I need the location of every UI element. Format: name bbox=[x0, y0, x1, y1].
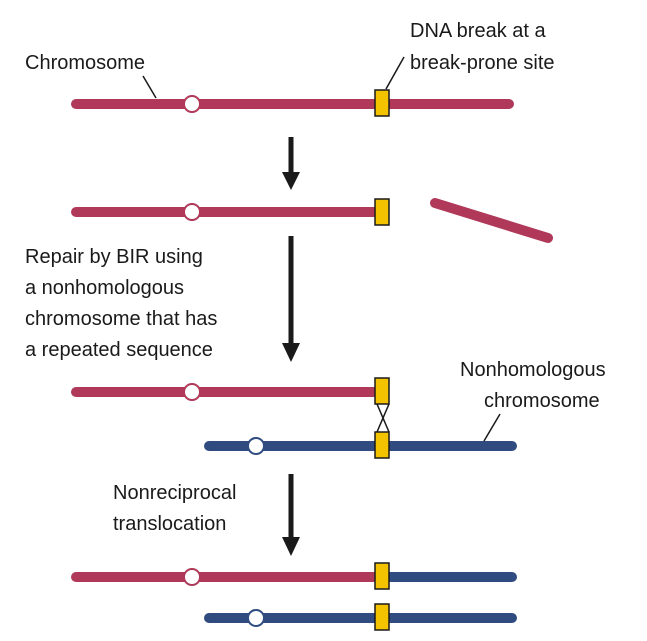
nonhomologous-label-line1: Nonhomologous bbox=[460, 359, 606, 381]
arrow-down-3 bbox=[282, 474, 300, 556]
nonhomologous-leader-line bbox=[483, 413, 501, 442]
nonhomologous-label-line2: chromosome bbox=[484, 390, 600, 412]
centromere bbox=[183, 383, 201, 401]
step4-result bbox=[71, 562, 517, 631]
repeated-sequence-site bbox=[374, 431, 390, 459]
chromosome-label: Chromosome bbox=[25, 52, 145, 74]
arrow-down-1 bbox=[282, 137, 300, 190]
break-leader-line bbox=[385, 56, 405, 90]
step1-chromosome bbox=[71, 89, 514, 117]
repair-label-line2: a nonhomologous bbox=[25, 277, 184, 299]
repeated-sequence-site bbox=[374, 603, 390, 631]
repair-label-line4: a repeated sequence bbox=[25, 339, 213, 361]
break-prone-site bbox=[374, 89, 390, 117]
repair-label-line1: Repair by BIR using bbox=[25, 246, 203, 268]
step2-broken-chromosome bbox=[71, 198, 553, 243]
centromere bbox=[247, 437, 265, 455]
arrow-down-2 bbox=[282, 236, 300, 362]
break-label-line1: DNA break at a bbox=[410, 20, 547, 42]
centromere bbox=[247, 609, 265, 627]
chromosome-leader-line bbox=[142, 75, 157, 99]
centromere bbox=[183, 568, 201, 586]
step3-repair bbox=[71, 377, 517, 459]
break-prone-site bbox=[374, 377, 390, 405]
translocation-label-line2: translocation bbox=[113, 513, 226, 535]
break-prone-site bbox=[374, 562, 390, 590]
strand-exchange-cross bbox=[376, 403, 390, 433]
break-label-line2: break-prone site bbox=[410, 52, 555, 74]
repair-label-line3: chromosome that has bbox=[25, 308, 217, 330]
centromere bbox=[183, 95, 201, 113]
centromere bbox=[183, 203, 201, 221]
broken-fragment bbox=[430, 198, 553, 243]
translocation-label-line1: Nonreciprocal bbox=[113, 482, 236, 504]
break-prone-site bbox=[374, 198, 390, 226]
